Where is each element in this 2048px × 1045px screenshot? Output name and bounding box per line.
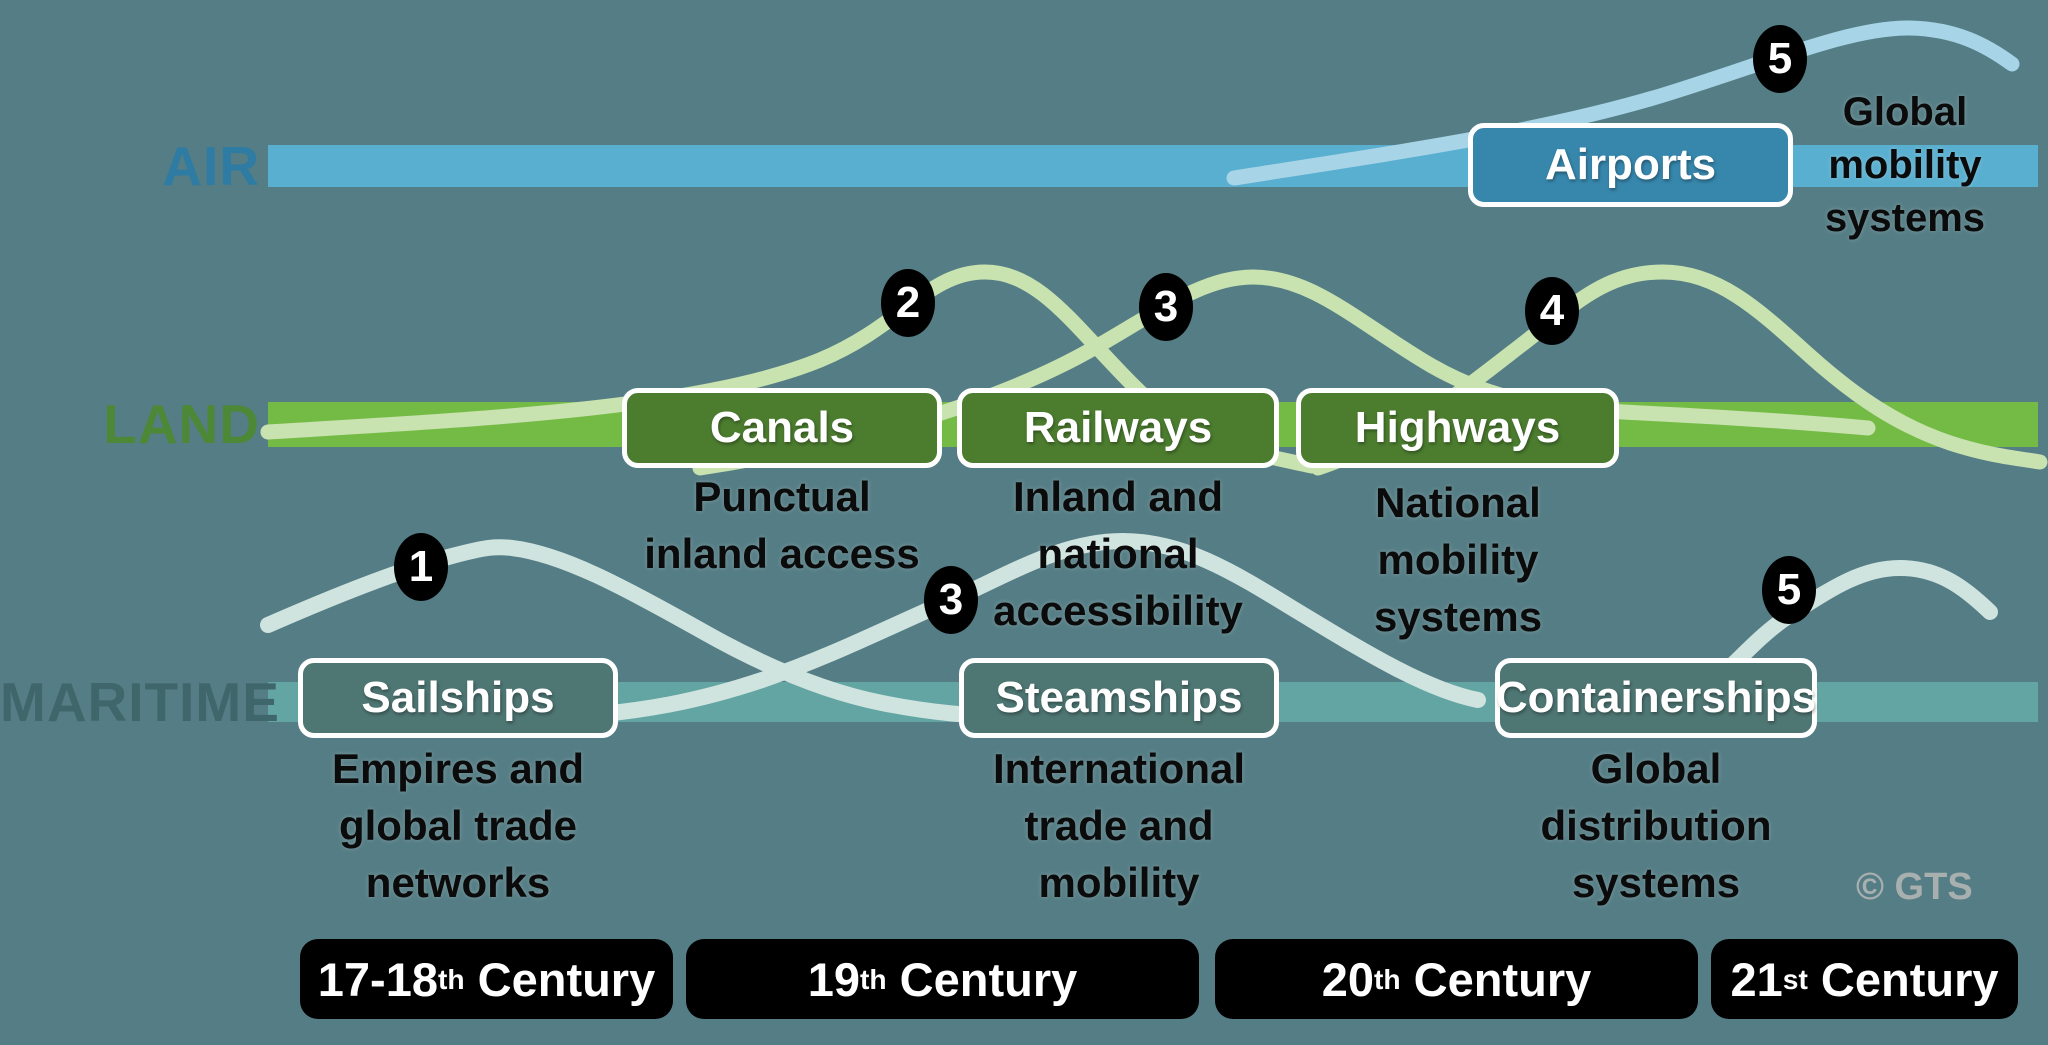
railways-box: Railways (957, 388, 1279, 468)
marker-number: 5 (1776, 565, 1802, 614)
marker-number: 4 (1539, 286, 1565, 335)
desc-line: inland access (644, 530, 920, 577)
marker-1-sailships: 1 (394, 533, 448, 601)
desc-line: accessibility (993, 587, 1243, 634)
airports-description: Global mobility systems (1825, 86, 1985, 245)
century-word: Century (1400, 952, 1592, 1006)
highways-box: Highways (1296, 388, 1619, 468)
century-word: Century (464, 952, 656, 1006)
century-base: 19 (807, 952, 861, 1006)
highways-box-label: Highways (1354, 403, 1561, 452)
highways-description: National mobility systems (1374, 474, 1542, 645)
desc-line: systems (1571, 859, 1741, 906)
containerships-box-label: Containerships (1495, 673, 1817, 722)
marker-number: 2 (895, 278, 921, 327)
marker-3-steamships: 3 (924, 566, 978, 634)
containerships-box: Containerships (1495, 658, 1817, 738)
containerships-curve (1692, 559, 1998, 700)
desc-line: National (1375, 479, 1541, 526)
desc-line: mobility (1038, 859, 1200, 906)
desc-line: Global (1590, 745, 1722, 792)
desc-line: networks (365, 859, 551, 906)
airports-box: Airports (1468, 123, 1793, 207)
canals-description: Punctual inland access (644, 468, 919, 582)
air-curve (1226, 20, 2020, 186)
steamships-box: Steamships (959, 658, 1279, 738)
century-base: 17-18 (317, 952, 438, 1006)
marker-5-air: 5 (1753, 25, 1807, 93)
steamships-description: International trade and mobility (993, 740, 1245, 911)
desc-line: trade and (1024, 802, 1214, 849)
airports-box-label: Airports (1544, 140, 1717, 189)
maritime-band-label: MARITIME (0, 671, 280, 733)
sailships-box: Sailships (298, 658, 618, 738)
steamships-box-label: Steamships (995, 673, 1243, 722)
land-band-label: LAND (103, 393, 260, 455)
marker-3-railways: 3 (1139, 273, 1193, 341)
marker-4-highways: 4 (1525, 277, 1579, 345)
railways-description: Inland and national accessibility (993, 468, 1243, 639)
desc-line: systems (1824, 196, 1986, 240)
desc-line: mobility (1828, 143, 1982, 187)
desc-line: Empires and (331, 745, 585, 792)
marker-number: 5 (1767, 34, 1793, 83)
marker-5-containerships: 5 (1762, 556, 1816, 624)
century-word: Century (886, 952, 1078, 1006)
marker-number: 1 (408, 542, 434, 591)
marker-number: 3 (1153, 282, 1179, 331)
sailships-box-label: Sailships (361, 673, 555, 722)
desc-line: Global (1842, 90, 1968, 134)
marker-2-canals: 2 (881, 269, 935, 337)
desc-line: distribution (1540, 802, 1772, 849)
gts-copyright-watermark: © GTS (1856, 866, 1973, 908)
highways-curve (1310, 264, 2048, 476)
railways-box-label: Railways (1023, 403, 1213, 452)
century-base: 20 (1321, 952, 1375, 1006)
desc-line: national (1037, 530, 1199, 577)
century-base: 21 (1730, 952, 1783, 1006)
desc-line: mobility (1377, 536, 1539, 583)
century-word: Century (1807, 952, 1999, 1006)
desc-line: International (992, 745, 1246, 792)
desc-line: Inland and (1012, 473, 1223, 520)
steamships-curve (552, 532, 1486, 725)
desc-line: systems (1373, 593, 1543, 640)
canals-box: Canals (622, 388, 942, 468)
marker-number: 3 (938, 575, 964, 624)
desc-line: global trade (338, 802, 578, 849)
air-band-label: AIR (162, 135, 260, 197)
containerships-description: Global distribution systems (1541, 740, 1772, 911)
desc-line: Punctual (693, 473, 871, 520)
sailships-description: Empires and global trade networks (332, 740, 584, 911)
canals-box-label: Canals (709, 403, 855, 452)
